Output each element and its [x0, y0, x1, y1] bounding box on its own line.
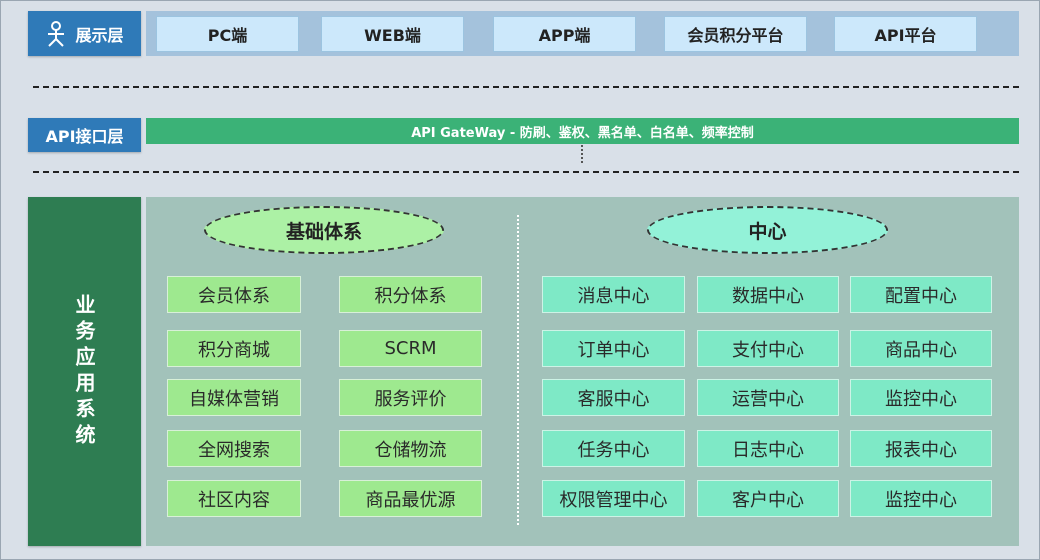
center-item: 数据中心 [697, 276, 839, 313]
basic-item: 会员体系 [167, 276, 301, 313]
presentation-item-web: WEB端 [321, 16, 464, 52]
basic-item: 仓储物流 [339, 430, 482, 467]
api-layer-label: API接口层 [28, 118, 141, 152]
center-item: 报表中心 [850, 430, 992, 467]
basic-item: 社区内容 [167, 480, 301, 517]
basic-item: SCRM [339, 330, 482, 367]
divider-top [33, 86, 1019, 88]
basic-item: 积分商城 [167, 330, 301, 367]
center-item: 订单中心 [542, 330, 685, 367]
center-item: 配置中心 [850, 276, 992, 313]
center-item: 运营中心 [697, 379, 839, 416]
center-item: 客服中心 [542, 379, 685, 416]
presentation-item-api-platform: API平台 [834, 16, 977, 52]
center-title: 中心 [647, 206, 888, 254]
center-item: 支付中心 [697, 330, 839, 367]
presentation-layer-text: 展示层 [75, 25, 124, 45]
business-layer-text: 业务应用系统 [72, 293, 96, 450]
center-item: 消息中心 [542, 276, 685, 313]
business-layer-label: 业务应用系统 [28, 197, 141, 546]
basic-item: 全网搜索 [167, 430, 301, 467]
center-item: 任务中心 [542, 430, 685, 467]
gateway-connector [581, 145, 583, 163]
basic-item: 服务评价 [339, 379, 482, 416]
person-icon [48, 20, 65, 47]
center-item: 权限管理中心 [542, 480, 685, 517]
center-item: 监控中心 [850, 379, 992, 416]
center-item: 客户中心 [697, 480, 839, 517]
center-item: 监控中心 [850, 480, 992, 517]
basic-item: 自媒体营销 [167, 379, 301, 416]
center-item: 商品中心 [850, 330, 992, 367]
divider-bottom [33, 171, 1019, 173]
presentation-item-app: APP端 [493, 16, 636, 52]
business-middle-divider [517, 215, 519, 525]
presentation-item-pc: PC端 [156, 16, 299, 52]
basic-item: 商品最优源 [339, 480, 482, 517]
basic-system-title: 基础体系 [204, 206, 444, 254]
basic-item: 积分体系 [339, 276, 482, 313]
presentation-item-member-points: 会员积分平台 [664, 16, 807, 52]
api-gateway-bar: API GateWay - 防刷、鉴权、黑名单、白名单、频率控制 [146, 118, 1019, 144]
center-item: 日志中心 [697, 430, 839, 467]
presentation-layer-label: 展示层 [28, 11, 141, 56]
